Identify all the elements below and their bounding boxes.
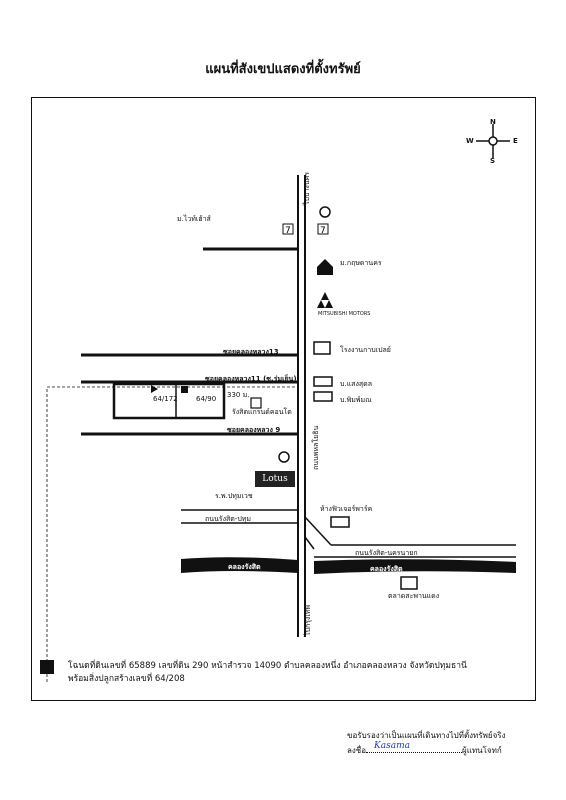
compass-w: W xyxy=(466,137,474,145)
arrow-west-icon xyxy=(151,385,158,393)
signature-line: Kasama xyxy=(366,741,463,753)
road-label-nakhon: ไปบางนคร xyxy=(303,172,311,205)
place-hospital: ร.พ.ปทุมเวช xyxy=(215,492,253,500)
canal-label-left: คลองรังสิต xyxy=(228,563,261,571)
mitsubishi-icon xyxy=(317,292,333,308)
legend-line-1: โฉนดที่ดินเลขที่ 65889 เลขที่ดิน 290 หน้… xyxy=(68,661,467,671)
road-label-phahon: ถนนพหลโยธิน xyxy=(312,425,320,470)
place-kritsada: ม.กฤษดานคร xyxy=(340,259,382,267)
compass: N S W E xyxy=(464,118,522,165)
shell-icon-1 xyxy=(319,206,331,218)
place-white-house: ม.ไวท์เฮ้าส์ xyxy=(177,215,211,223)
map-title: แผนที่สังเขปแสดงที่ตั้งทรัพย์ xyxy=(205,62,361,77)
access-route xyxy=(46,386,298,682)
certification: ขอรับรองว่าเป็นแผนที่เดินทางไปที่ตั้งทรั… xyxy=(347,729,505,758)
map-canvas: 7 7 xyxy=(46,175,516,682)
place-condo: รังสิตแกรนด์คอนโด xyxy=(232,408,292,416)
place-saensuk: บ.แสงสุดล xyxy=(340,380,372,388)
market-icon xyxy=(400,576,418,590)
place-future-park: ห้างฟิวเจอร์พาร์ค xyxy=(320,505,373,513)
sign-prefix: ลงชื่อ xyxy=(347,746,367,755)
road-branch-bottom xyxy=(304,536,315,550)
map-frame xyxy=(31,97,536,701)
legend-line-2: พร้อมสิ่งปลูกสร้างเลขที่ 64/208 xyxy=(68,674,185,684)
place-phimanmon: บ.พิมพ์มณ xyxy=(340,396,372,404)
road-label-rangsit-nakhon: ถนนรังสิต-นครนายก xyxy=(355,549,418,557)
parcel-no-right: 64/90 xyxy=(196,395,217,403)
road-label-rangsit-pathum: ถนนรังสิต-ปทุม xyxy=(205,515,252,523)
house-icon-kritsada xyxy=(317,259,333,275)
building-icon-phimanmon xyxy=(313,391,333,402)
canal-right-shape xyxy=(314,559,516,574)
compass-e: E xyxy=(513,137,518,145)
parcel-marker xyxy=(181,386,188,393)
legend-swatch xyxy=(40,660,54,674)
mall-icon xyxy=(330,516,350,528)
legend-text: โฉนดที่ดินเลขที่ 65889 เลขที่ดิน 290 หน้… xyxy=(68,660,467,686)
place-mitsubishi: MITSUBISHI MOTORS xyxy=(318,311,371,317)
cert-line-2: ลงชื่อ Kasama ผู้แทนโจทก์ xyxy=(347,741,505,758)
road-branch-top xyxy=(304,516,332,546)
svg-text:7: 7 xyxy=(320,226,326,236)
seven-eleven-icon-2: 7 xyxy=(317,223,329,236)
lotus-logo: Lotus xyxy=(255,471,295,487)
place-factory: โรงงานกาบเปลย์ xyxy=(340,346,391,354)
canal-label-right: คลองรังสิต xyxy=(370,565,403,573)
road-label-soi-13: ซอยคลองหลวง13 xyxy=(223,348,279,356)
canal-left-shape xyxy=(181,557,298,573)
road-label-soi-11: ซอยคลองหลวง11 (ซ.ร่มเย็น) xyxy=(205,375,297,383)
parcel-distance: 330 ม. xyxy=(227,391,250,399)
road-label-soi-9: ซอยคลองหลวง 9 xyxy=(227,426,281,434)
parcel-no-left: 64/172 xyxy=(153,395,178,403)
place-market: ตลาดสะพานแดง xyxy=(388,592,440,600)
seven-eleven-icon-1: 7 xyxy=(282,223,294,236)
shell-icon-2 xyxy=(278,451,290,463)
parcel-block xyxy=(112,382,226,420)
svg-text:7: 7 xyxy=(285,226,291,236)
condo-icon xyxy=(250,397,262,409)
factory-icon xyxy=(313,341,331,355)
cert-line-1: ขอรับรองว่าเป็นแผนที่เดินทางไปที่ตั้งทรั… xyxy=(347,731,506,740)
road-label-to-pathum: ไปกรุงเทพ xyxy=(304,604,312,636)
building-icon-saensuk xyxy=(313,376,333,387)
compass-n: N xyxy=(490,118,496,126)
sign-suffix: ผู้แทนโจทก์ xyxy=(462,746,502,755)
signature: Kasama xyxy=(374,741,411,751)
compass-s: S xyxy=(490,157,496,165)
